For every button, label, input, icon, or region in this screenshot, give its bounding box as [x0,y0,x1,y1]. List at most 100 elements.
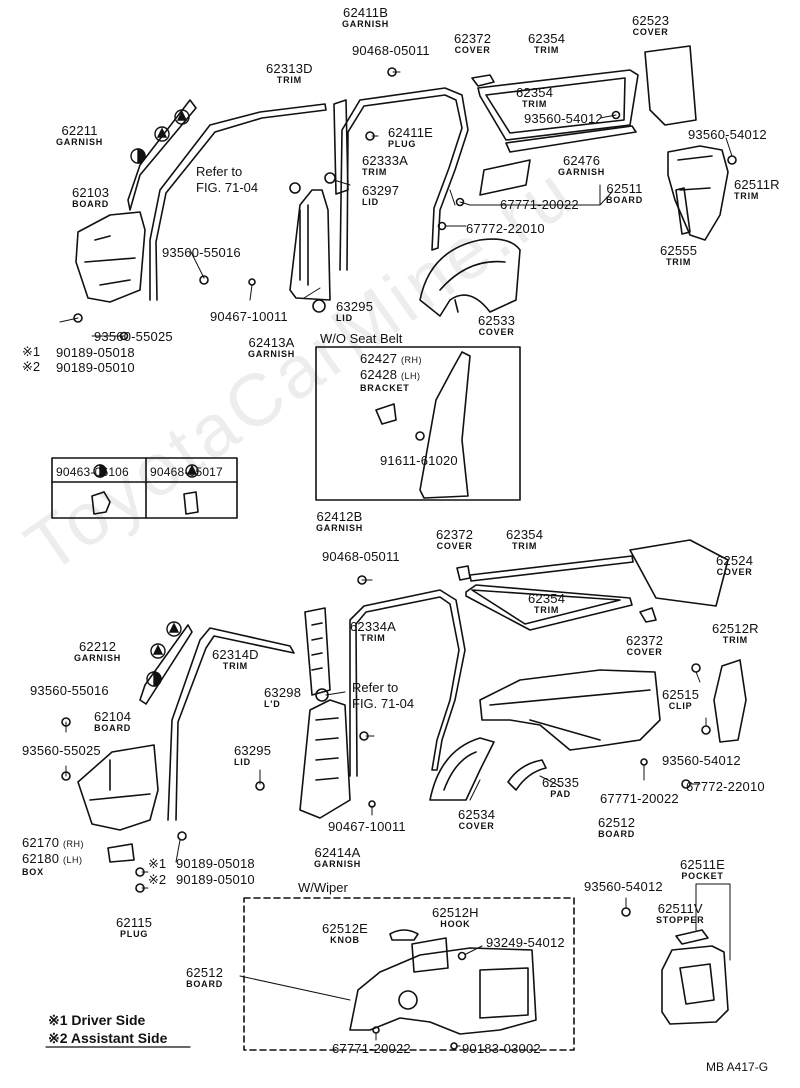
label-90189-05010-top: 90189-05010 [56,360,135,375]
cover-62524-shape [629,539,729,607]
label-62170: 62170 (RH) [22,835,84,850]
star-1-bottom: ※1 [148,856,167,871]
label-93560-54012-a: 93560-54012 [524,111,603,126]
legend-driver-side: ※1 Driver Side [48,1012,146,1028]
label-67771-20022-b: 67771-20022 [600,791,679,806]
board-62512-wiper-shape [349,947,537,1035]
fig-reference-top[interactable]: FIG. 71-04 [196,180,259,195]
knob-62512e-shape [389,929,419,941]
trim-62354-c-shape [469,555,634,582]
w-wiper-title: W/Wiper [298,880,348,895]
trim-62334a-shape [349,589,466,777]
garnish-62212-shape [139,624,193,705]
pad-62535-shape [507,759,547,791]
trim-62354-top-shape [477,69,639,141]
label-93560-55025-b: 93560-55025 [22,743,101,758]
board-62511-shape [479,159,531,196]
trim-62333a-shape [339,87,469,271]
stopper-62511v-shape [675,929,709,945]
clip-legend-box [51,457,238,519]
trim-62512r-shape [713,659,747,743]
box-62170-shape [107,843,135,863]
label-67771-20022-a: 67771-20022 [500,197,579,212]
trim-62511r-shape [667,145,729,241]
label-93560-54012-c: 93560-54012 [662,753,741,768]
pillar-shape [419,351,471,499]
label-90189-05010-bottom: 90189-05010 [176,872,255,887]
label-93560-55025-a: 93560-55025 [94,329,173,344]
board-62512-main-shape [479,669,661,751]
garnish-62211-shape [127,99,197,211]
label-62180: 62180 (LH)BOX [22,851,83,877]
label-90467-10011-top: 90467-10011 [210,309,288,324]
label-93560-54012-d: 93560-54012 [584,879,663,894]
label-90468-05011-bottom: 90468-05011 [322,549,400,564]
star-2-bottom: ※2 [148,872,167,887]
label-67772-22010-b: 67772-22010 [686,779,765,794]
hook-62512h-shape [411,937,449,973]
fig-reference-bottom[interactable]: FIG. 71-04 [352,696,415,711]
garnish-62414a-shape [299,699,351,819]
page-code: MB A417-G [706,1060,769,1074]
cover-62372-b-shape [639,607,657,623]
label-90468-05017: 90468-05017 [150,465,223,479]
cover-62372-top-shape [471,74,495,87]
cover-62534-shape [429,737,495,801]
trim-62314d-shape [167,627,295,821]
bracket-62427-shape [375,403,397,425]
pocket-62511e-shape [661,945,729,1025]
board-62103-shape [75,211,146,303]
garnish-62412b-shape [304,607,331,696]
trim-62313d-shape [149,103,327,301]
label-90468-05011-top: 90468-05011 [352,43,430,58]
label-90189-05018-bottom: 90189-05018 [176,856,255,871]
label-91611-61020: 91611-61020 [380,453,458,468]
refer-to-text-bottom: Refer to [352,680,399,695]
wo-seat-belt-box [315,346,521,501]
board-62104-shape [77,744,159,831]
label-90463-06106: 90463-06106 [56,465,129,479]
legend-assistant-side: ※2 Assistant Side [48,1030,168,1046]
label-93560-55016-a: 93560-55016 [162,245,241,260]
clip-90463-shape [91,491,111,515]
cover-62533-shape [419,238,521,317]
label-90189-05018-top: 90189-05018 [56,345,135,360]
label-90467-10011-bottom: 90467-10011 [328,819,406,834]
label-93249-54012: 93249-54012 [486,935,565,950]
garnish-62413a-shape [289,189,331,301]
star-2-top: ※2 [22,359,41,374]
label-67771-20022-c: 67771-20022 [332,1041,411,1056]
